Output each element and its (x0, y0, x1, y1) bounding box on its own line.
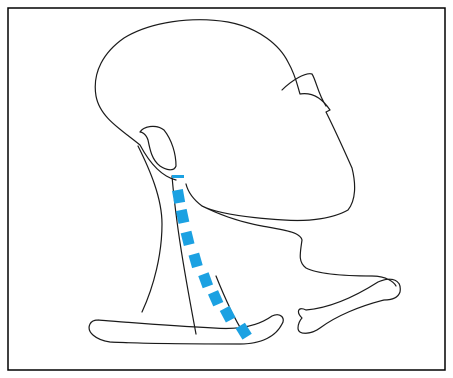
marker-dash (236, 323, 252, 340)
marker-dash (172, 189, 185, 204)
head-outline (95, 20, 354, 221)
marker-dash (220, 306, 236, 323)
marker-dash (189, 253, 203, 269)
marker-dash (176, 209, 189, 224)
ear-outline (140, 126, 176, 169)
neck-front-outline (202, 206, 396, 286)
neck-back-outline (138, 146, 162, 312)
nose-outline (282, 74, 326, 106)
marker-dash (198, 272, 213, 288)
marker-dash (208, 290, 223, 306)
muscle-line-lower (216, 276, 244, 334)
right-clavicle-outline (298, 279, 400, 333)
left-clavicle-outline (89, 315, 283, 344)
marker-cap (172, 175, 184, 178)
marker-line (172, 175, 252, 340)
marker-dash (181, 231, 195, 246)
